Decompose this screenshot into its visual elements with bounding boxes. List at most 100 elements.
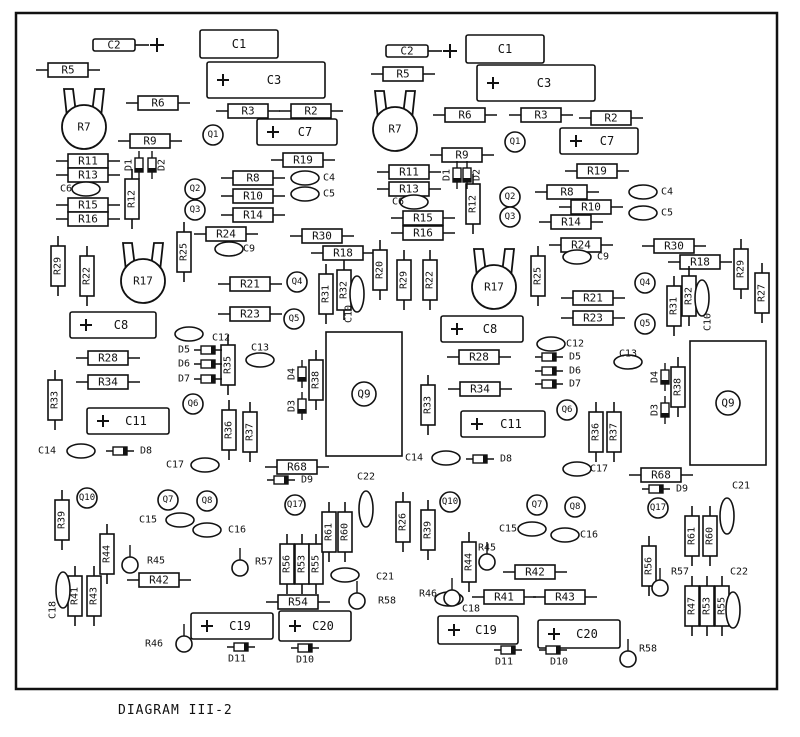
board-outline	[14, 11, 779, 691]
resistor-body	[733, 248, 749, 290]
resistor-label: R16	[413, 227, 433, 240]
res-r3: R3	[509, 107, 573, 123]
diode-d3: D3	[287, 392, 307, 420]
resistor-body	[229, 306, 271, 322]
disc-c14: C14	[38, 443, 96, 459]
resistor-body	[395, 501, 411, 543]
transistor-label: Q10	[79, 493, 95, 503]
disc-capacitor-label: C15	[139, 515, 157, 526]
disc-capacitor-body	[719, 497, 735, 535]
cap-c1: C1	[465, 34, 545, 64]
resistor-label: R6	[151, 97, 164, 110]
resistor-label: R56	[644, 557, 655, 575]
disc-capacitor-body	[66, 443, 96, 459]
transistor-label: Q1	[208, 130, 219, 140]
test-point-pad	[443, 589, 461, 607]
res-r13: R13	[56, 167, 120, 183]
resistor-body	[301, 228, 343, 244]
diode-d7: D7	[178, 374, 222, 385]
diode-label: D7	[178, 374, 190, 385]
disc-capacitor-body	[550, 527, 580, 543]
res-r43: R43	[86, 566, 102, 626]
pot-r7: R7	[372, 90, 418, 152]
res-r14: R14	[539, 214, 603, 230]
resistor-body	[205, 226, 247, 242]
test-point-label: R46	[419, 589, 437, 600]
resistor-body	[702, 515, 718, 557]
resistor-body	[242, 411, 258, 453]
resistor-body	[422, 259, 438, 301]
disc-c10: C10	[344, 275, 365, 323]
resistor-body	[124, 178, 140, 220]
resistor-body	[653, 238, 695, 254]
diode-label: D4	[650, 371, 661, 383]
transistor-body	[499, 206, 521, 228]
disc-c13: C13	[613, 349, 643, 370]
transistor-body	[634, 272, 656, 294]
resistor-label: R6	[458, 109, 471, 122]
resistor-body	[290, 103, 332, 119]
trimmer-label: R7	[388, 123, 401, 136]
test-point-pad	[175, 635, 193, 653]
diode-d11: D11	[494, 645, 522, 668]
resistor-body	[232, 207, 274, 223]
disc-capacitor-body	[725, 591, 741, 629]
capacitor-body	[465, 34, 545, 64]
res-r33: R33	[47, 370, 63, 430]
resistor-body	[483, 589, 525, 605]
diode-label: D4	[287, 368, 298, 380]
resistor-label: R35	[223, 356, 234, 374]
resistor-body	[402, 225, 444, 241]
disc-c16: C16	[550, 527, 598, 543]
resistor-body	[129, 133, 171, 149]
transistor-label: Q8	[202, 496, 213, 506]
res-r18: R18	[311, 245, 375, 261]
disc-capacitor-label: C18	[48, 601, 59, 619]
capacitor-label: C1	[232, 37, 246, 51]
cap-c20: C20	[537, 619, 621, 649]
resistor-body	[396, 259, 412, 301]
resistor-body	[684, 515, 700, 557]
disc-capacitor-body	[517, 521, 547, 537]
capacitor-label: C11	[500, 417, 522, 431]
res-r8: R8	[535, 184, 599, 200]
disc-capacitor-label: C6	[392, 197, 404, 208]
trimmer-body	[471, 264, 517, 310]
resistor-body	[465, 183, 481, 225]
cap-c8: C8	[69, 311, 157, 339]
disc-capacitor-body	[290, 170, 320, 186]
capacitor-body	[69, 311, 157, 339]
pot-r17: R17	[120, 242, 166, 304]
tr-q5: Q5	[634, 313, 656, 335]
resistor-label: R55	[311, 555, 322, 573]
tr-q3: Q3	[184, 199, 206, 221]
res-r43: R43	[533, 589, 597, 605]
diode-d2: D2	[462, 161, 483, 189]
test-point-pad	[348, 592, 366, 610]
diode-d11: D11	[227, 642, 255, 665]
resistor-label: R18	[333, 247, 353, 260]
res-r53: R53	[294, 534, 310, 594]
resistor-body	[232, 188, 274, 204]
tr-q1: Q1	[202, 124, 224, 146]
res-r68: R68	[629, 467, 693, 483]
resistor-label: R26	[398, 513, 409, 531]
res-r8: R8	[221, 170, 285, 186]
diode-d10: D10	[291, 643, 319, 666]
resistor-body	[137, 95, 179, 111]
disc-capacitor-body	[694, 279, 710, 317]
pot-r7: R7	[61, 88, 107, 150]
disc-c4: C4	[290, 170, 335, 186]
test-point-label: R45	[147, 556, 165, 567]
capacitor-label: C8	[483, 322, 497, 336]
resistor-label: R2	[604, 112, 617, 125]
diode-d4: D4	[650, 363, 670, 391]
res-r32: R32	[681, 266, 697, 326]
capacitor-body	[206, 61, 326, 99]
resistor-body	[606, 411, 622, 453]
resistor-label: R8	[246, 172, 259, 185]
resistor-label: R29	[53, 257, 64, 275]
diode-label: D9	[301, 475, 313, 486]
tr-q4: Q4	[634, 272, 656, 294]
